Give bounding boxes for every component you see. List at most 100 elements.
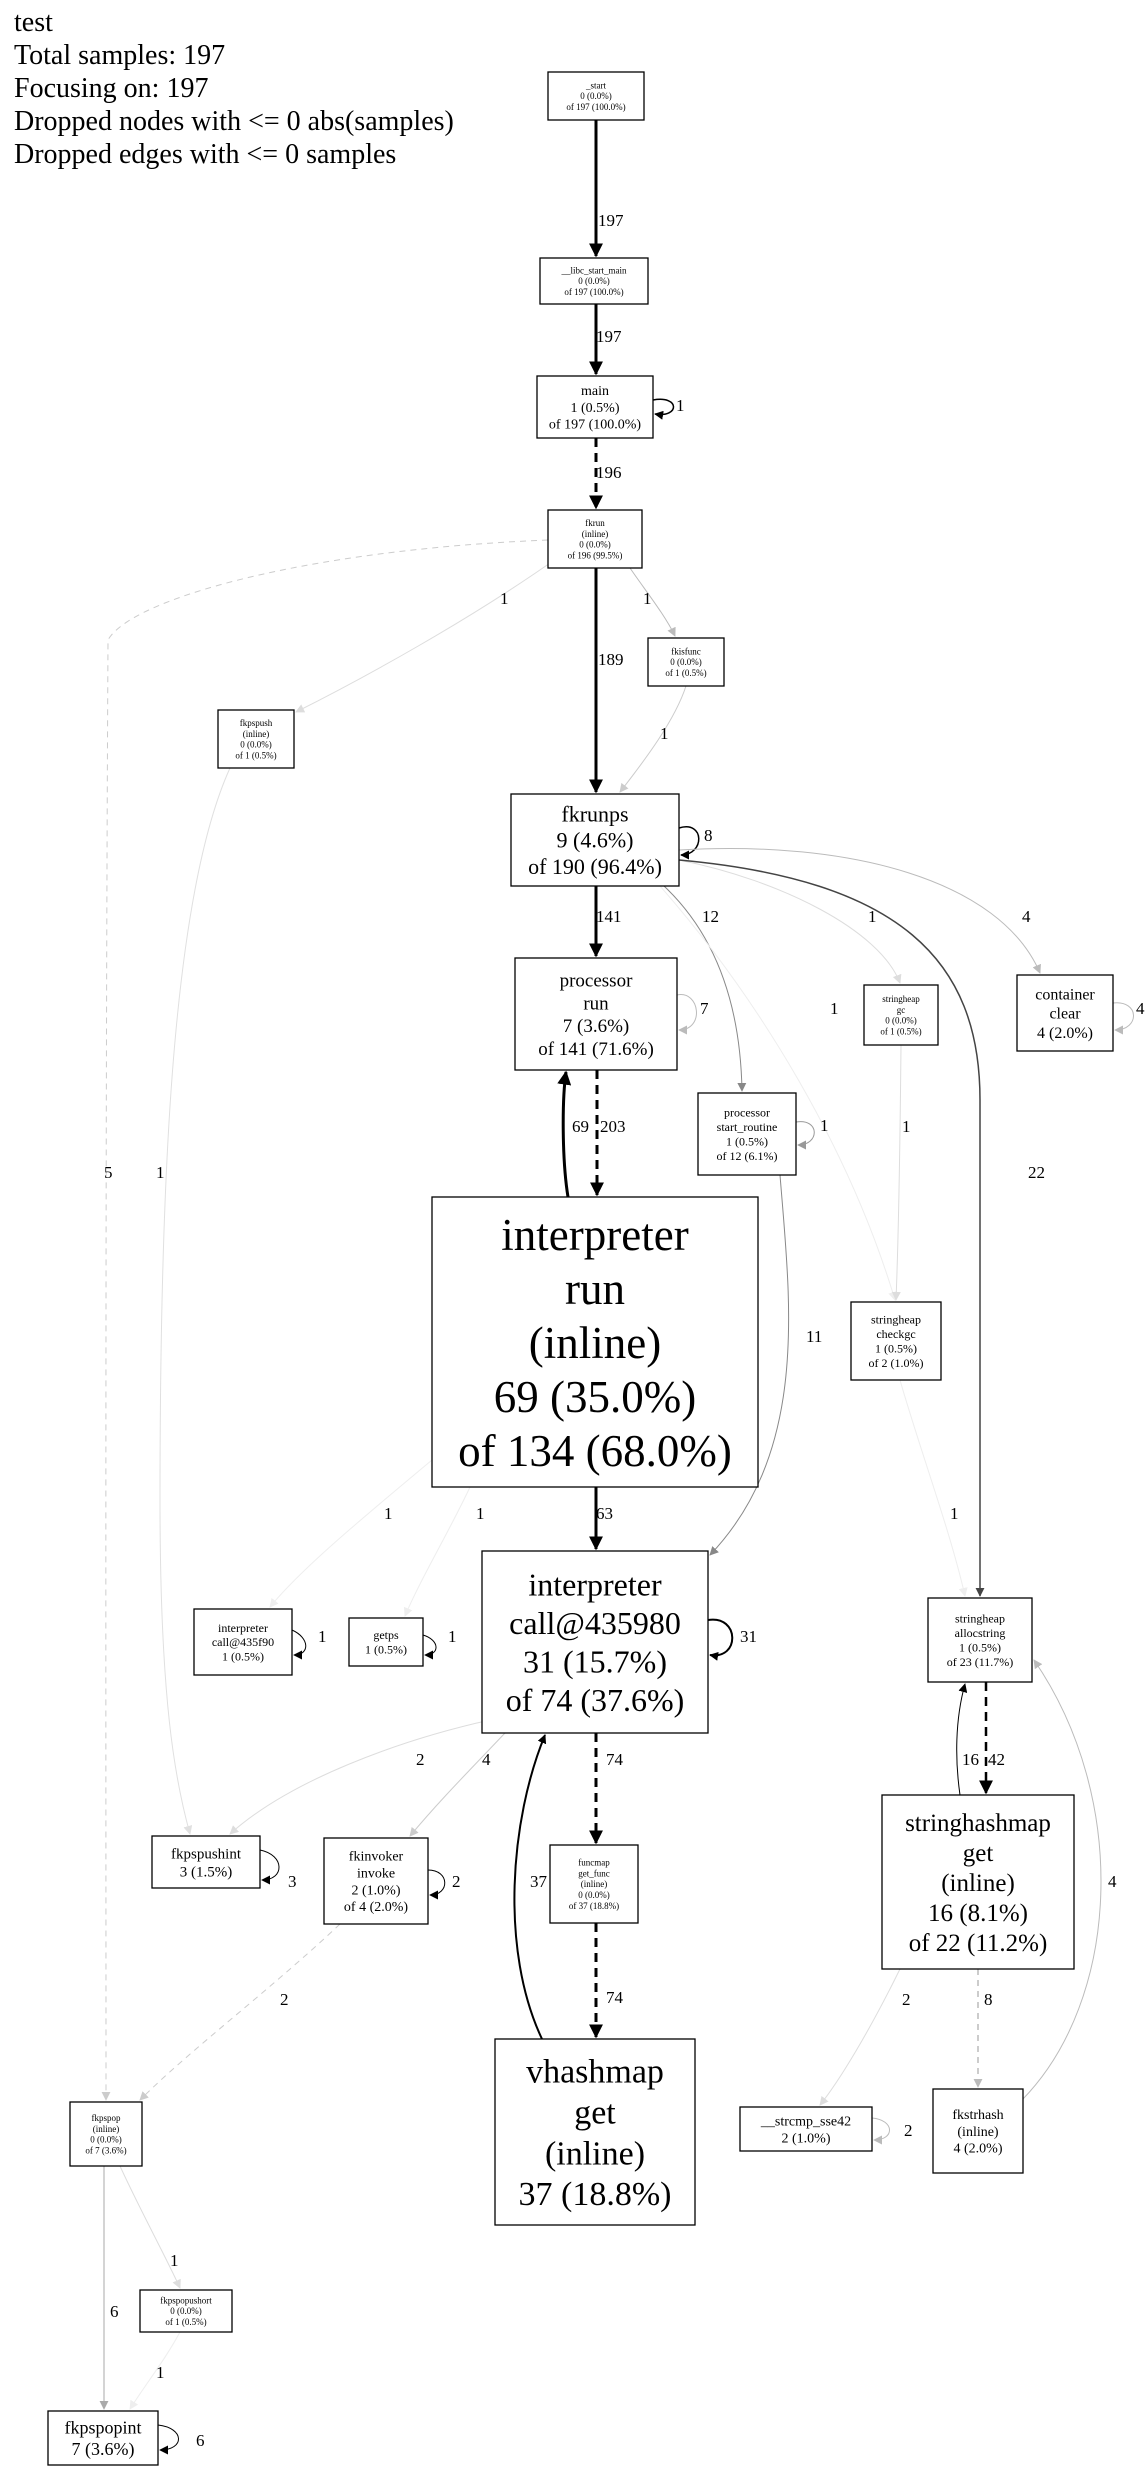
node-label-line: funcmap bbox=[578, 1858, 610, 1868]
node-label-line: 9 (4.6%) bbox=[557, 828, 634, 853]
edge-label: 11 bbox=[806, 1327, 822, 1346]
graph-legend: test Total samples: 197 Focusing on: 197… bbox=[14, 6, 454, 171]
dropped-edges-text: Dropped edges with <= 0 samples bbox=[14, 139, 397, 170]
edge-label: 4 bbox=[1108, 1872, 1117, 1891]
node-box bbox=[881, 1794, 1075, 1970]
node-label-line: fkisfunc bbox=[671, 646, 701, 656]
edge-label: 1 bbox=[950, 1504, 959, 1523]
edge-label: 141 bbox=[596, 907, 622, 926]
node-label-line: fkinvoker bbox=[349, 1850, 404, 1865]
node-label-line: 1 (0.5%) bbox=[875, 1341, 917, 1355]
node-label-line: 1 (0.5%) bbox=[222, 1650, 264, 1664]
edge-stringheap-checkgc-to-stringheap-allocstring bbox=[899, 1379, 968, 1597]
edge-label: 1 bbox=[830, 999, 839, 1018]
node-label-line: stringheap bbox=[882, 994, 920, 1004]
node-box bbox=[927, 1597, 1033, 1683]
node-label-line: of 23 (11.7%) bbox=[947, 1655, 1014, 1669]
edge-stringhashmap-get-to-strcmp-sse42 bbox=[819, 1968, 901, 2106]
node-label-line: fkstrhash bbox=[952, 2108, 1003, 2123]
node-box bbox=[536, 375, 654, 439]
node-fkpspop: fkpspop(inline)0 (0.0%)of 7 (3.6%) bbox=[69, 2101, 143, 2167]
edge-label: 203 bbox=[600, 1117, 626, 1136]
edge-interpreter-run-to-processor-run bbox=[557, 1070, 572, 1198]
node-fkrun: fkrun(inline)0 (0.0%)of 196 (99.5%) bbox=[547, 509, 643, 569]
edge-label: 1 bbox=[318, 1627, 327, 1646]
node-box bbox=[193, 1608, 293, 1676]
node-label-line: 1 (0.5%) bbox=[726, 1134, 768, 1148]
edge-label: 4 bbox=[482, 1750, 491, 1769]
node-box bbox=[863, 984, 939, 1046]
node-label-line: (inline) bbox=[941, 1870, 1015, 1897]
edge-label: 4 bbox=[1022, 907, 1031, 926]
node-label-line: of 197 (100.0%) bbox=[549, 418, 641, 433]
node-label-line: of 196 (99.5%) bbox=[568, 550, 623, 560]
edge-fkrunps-to-processor-start-routine bbox=[663, 885, 747, 1092]
node-label-line: stringhashmap bbox=[905, 1810, 1051, 1837]
edge-label: 1 bbox=[902, 1117, 911, 1136]
node-label-line: 3 (1.5%) bbox=[180, 1864, 233, 1880]
node-label-line: fkpspopint bbox=[64, 2418, 141, 2438]
edge-label: 5 bbox=[104, 1163, 113, 1182]
node-box bbox=[510, 793, 680, 887]
edge-vhashmap-get-to-interpreter-call-435980 bbox=[513, 1734, 547, 2040]
node-box bbox=[539, 257, 649, 305]
edge-label: 8 bbox=[984, 1990, 993, 2009]
edge-label: 69 bbox=[572, 1117, 589, 1136]
edge-label: 1 bbox=[170, 2251, 179, 2270]
edge-fkrunps-to-stringheap-allocstring bbox=[678, 859, 985, 1597]
node-label-line: (inline) bbox=[243, 729, 270, 739]
edge-label: 1 bbox=[476, 1504, 485, 1523]
edge-label: 1 bbox=[660, 724, 669, 743]
node-label-line: start_routine bbox=[717, 1120, 778, 1134]
node-label-line: 0 (0.0%) bbox=[885, 1016, 917, 1026]
node-label-line: 37 (18.8%) bbox=[519, 2176, 672, 2213]
edge-label: 1 bbox=[643, 589, 652, 608]
node-label-line: 1 (0.5%) bbox=[959, 1640, 1001, 1654]
edge-fkrunps-to-container-clear bbox=[678, 848, 1041, 974]
node-label-line: of 4 (2.0%) bbox=[344, 1900, 408, 1915]
edge-label: 1 bbox=[820, 1116, 829, 1135]
edge-label: 6 bbox=[110, 2302, 119, 2321]
edge-label: 1 bbox=[384, 1504, 393, 1523]
node-label-line: allocstring bbox=[955, 1626, 1006, 1640]
node-box bbox=[697, 1092, 797, 1176]
node-box bbox=[932, 2088, 1024, 2174]
edge-fkrun-to-fkisfunc bbox=[629, 567, 676, 637]
edge-fkrunps-to-fkrunps bbox=[678, 826, 700, 860]
node-label-line: of 37 (18.8%) bbox=[569, 1901, 619, 1911]
edge-fkrun-to-fkpspush bbox=[295, 555, 561, 713]
node-label-line: of 1 (0.5%) bbox=[235, 750, 276, 760]
total-samples-text: Total samples: 197 bbox=[14, 40, 226, 71]
edge-interpreter-call-435980-to-fkinvoker-invoke bbox=[409, 1732, 506, 1837]
edge-label: 1 bbox=[156, 1163, 165, 1182]
edge-fkpspopint-to-fkpspopint bbox=[157, 2424, 179, 2455]
edge-processor-start-routine-to-interpreter-call-435980 bbox=[709, 1174, 790, 1556]
edge-label: 2 bbox=[452, 1872, 461, 1891]
node-label-line: 4 (2.0%) bbox=[1037, 1025, 1093, 1042]
edge-label: 3 bbox=[288, 1872, 297, 1891]
node-label-line: get_func bbox=[578, 1868, 610, 1878]
graph-title: test bbox=[14, 7, 53, 38]
node-box bbox=[549, 1844, 639, 1924]
node-label-line: of 22 (11.2%) bbox=[909, 1930, 1048, 1957]
node-box bbox=[151, 1835, 261, 1889]
edge-interpreter-call-435980-to-interpreter-call-435980 bbox=[707, 1618, 734, 1661]
edge-stringhashmap-get-to-stringheap-allocstring bbox=[956, 1683, 968, 1796]
node-label-line: 2 (1.0%) bbox=[782, 2131, 831, 2146]
node-label-line: 31 (15.7%) bbox=[523, 1643, 667, 1679]
node-label-line: 69 (35.0%) bbox=[494, 1372, 696, 1422]
node-label-line: get bbox=[963, 1840, 994, 1867]
node-label-line: 0 (0.0%) bbox=[90, 2135, 122, 2145]
node-label-line: of 74 (37.6%) bbox=[506, 1682, 685, 1718]
edge-interpreter-call-435f90-to-interpreter-call-435f90 bbox=[291, 1629, 307, 1660]
edge-label: 1 bbox=[156, 2363, 165, 2382]
node-box bbox=[139, 2289, 233, 2333]
node-label-line: clear bbox=[1049, 1006, 1081, 1023]
node-box bbox=[348, 1617, 424, 1667]
